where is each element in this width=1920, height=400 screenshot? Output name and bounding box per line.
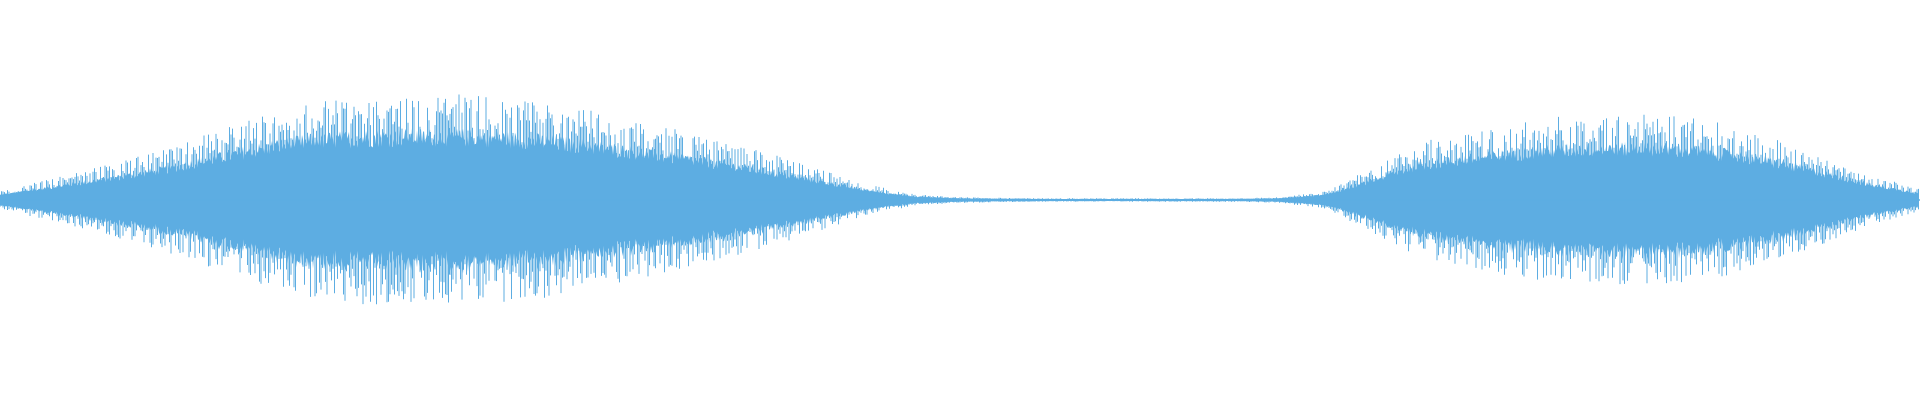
waveform-graphic (0, 94, 1920, 305)
audio-waveform (0, 94, 1920, 305)
